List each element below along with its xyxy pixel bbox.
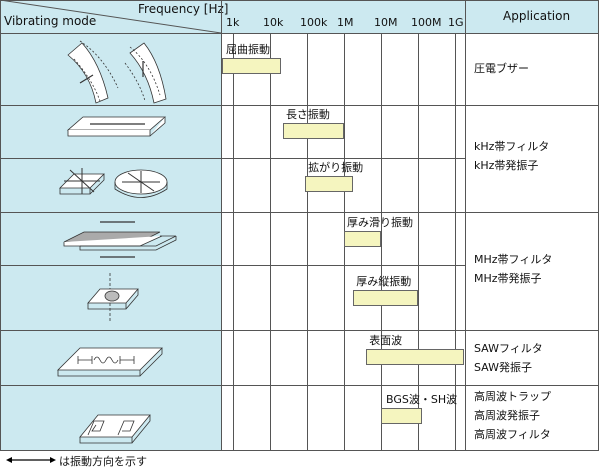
tick-label: 1k xyxy=(226,16,240,29)
footer-note: は振動方向を示す xyxy=(59,455,147,468)
frequency-range-bar xyxy=(381,408,422,424)
length-mode-illustration xyxy=(66,116,167,137)
frequency-range-bar xyxy=(282,123,344,139)
application-text: kHz帯発振子 xyxy=(474,159,539,172)
application-text: MHz帯フィルタ xyxy=(474,253,553,266)
frequency-range-bar xyxy=(305,176,354,192)
tick-label: 10M xyxy=(374,16,398,29)
application-text: MHz帯発振子 xyxy=(474,272,542,285)
thickness-shear-illustration xyxy=(63,221,177,258)
app-header-bg xyxy=(465,0,599,33)
freq-header-bg xyxy=(221,0,465,33)
application-header: Application xyxy=(503,9,571,23)
expansion-mode-illustration xyxy=(59,168,168,198)
decade-gridline xyxy=(381,33,382,450)
application-text: 圧電ブザー xyxy=(474,62,529,75)
column-border xyxy=(0,0,1,450)
frequency-header: Frequency [Hz] xyxy=(138,2,229,16)
tick-label: 10k xyxy=(263,16,284,29)
tick-label: 100k xyxy=(300,16,328,29)
frequency-range-bar xyxy=(366,349,465,365)
row-border xyxy=(0,33,599,34)
header-diagonal xyxy=(0,0,221,33)
bgs-wave-illustration xyxy=(79,414,151,444)
tick-label: 100M xyxy=(411,16,442,29)
row-border xyxy=(0,105,599,106)
row-border xyxy=(0,158,465,159)
mode-label: 拡がり振動 xyxy=(308,161,364,174)
decade-gridline xyxy=(307,33,308,450)
row-border xyxy=(0,450,599,451)
decade-gridline xyxy=(455,33,456,450)
application-text: kHz帯フィルタ xyxy=(474,140,550,153)
application-text: SAW発振子 xyxy=(474,361,532,374)
row-border xyxy=(0,330,599,331)
frequency-range-bar xyxy=(353,290,418,306)
mode-label: 屈曲振動 xyxy=(226,43,270,56)
application-text: 高周波発振子 xyxy=(474,409,540,422)
mode-label: BGS波・SH波 xyxy=(386,393,458,406)
row-border xyxy=(0,212,599,213)
flexural-mode-illustration xyxy=(67,40,167,104)
tick-label: 1G xyxy=(448,16,464,29)
application-text: 高周波フィルタ xyxy=(474,428,551,441)
mode-label: 表面波 xyxy=(369,334,403,347)
application-text: SAWフィルタ xyxy=(474,342,543,355)
frequency-range-bar xyxy=(344,231,381,247)
decade-gridline xyxy=(233,33,234,450)
column-border xyxy=(598,0,599,450)
application-text: 高周波トラップ xyxy=(474,390,551,403)
mode-label: 厚み滑り振動 xyxy=(347,216,413,229)
mode-column-bg xyxy=(0,0,221,450)
thickness-extension-illustration xyxy=(87,273,139,323)
row-border xyxy=(0,0,599,1)
tick-label: 1M xyxy=(337,16,354,29)
decade-gridline xyxy=(270,33,271,450)
row-border xyxy=(0,265,465,266)
decade-gridline xyxy=(418,33,419,450)
row-border xyxy=(0,385,599,386)
frequency-range-bar xyxy=(222,58,282,74)
surface-wave-illustration xyxy=(57,347,163,377)
mode-label: 厚み縦振動 xyxy=(356,275,412,288)
mode-label: 長さ振動 xyxy=(285,108,330,121)
column-border xyxy=(465,0,466,450)
vibration-direction-arrow-icon xyxy=(6,457,56,463)
mode-header: Vibrating mode xyxy=(4,14,97,28)
column-border xyxy=(221,0,222,450)
